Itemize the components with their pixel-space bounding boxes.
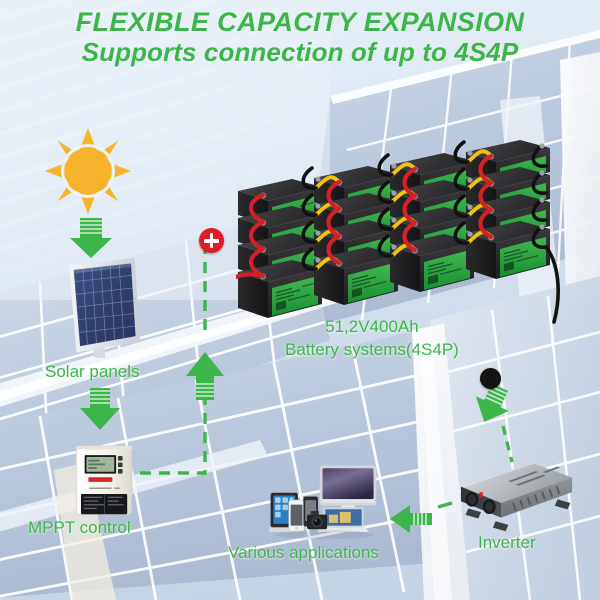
solar-panels-label: Solar panels [45,362,140,381]
positive-cable [478,153,494,240]
positive-cable [402,166,418,253]
battery-system-text: Battery systems(4S4P) [285,339,459,359]
application-devices [268,465,377,540]
negative-cable [301,166,318,271]
solar-panel [69,258,141,358]
page-title: FLEXIBLE CAPACITY EXPANSION Supports con… [0,7,600,68]
various-applications-label: Various applications [228,543,379,562]
negative-cable [453,140,470,245]
sun-icon [45,128,131,214]
title-line-1: FLEXIBLE CAPACITY EXPANSION [75,7,525,37]
mppt-controller [75,445,133,515]
positive-terminal-badge [199,228,224,253]
negative-cable [531,144,560,324]
positive-cable [236,192,266,280]
negative-cable [377,153,394,258]
negative-terminal-badge [480,368,501,389]
positive-cable [326,179,342,266]
mppt-control-label: MPPT control [28,518,131,537]
battery-bank [236,140,560,324]
inverter-label: Inverter [478,533,536,552]
inverter [460,462,573,532]
battery-system-label: 51,2V400Ah Battery systems(4S4P) [285,316,459,362]
title-line-2: Supports connection of up to 4S4P [81,37,519,68]
battery-spec-text: 51,2V400Ah [325,317,419,336]
battery-terminal [539,143,545,230]
